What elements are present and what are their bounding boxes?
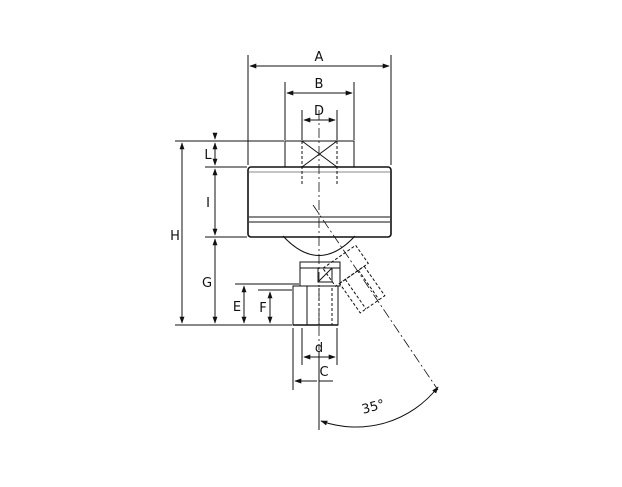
center-line-tilted: [312, 204, 439, 391]
label-A: A: [315, 50, 324, 65]
label-I: I: [206, 196, 210, 211]
label-F: F: [259, 301, 266, 316]
label-B: B: [315, 77, 324, 92]
tilted-stud-phantom: [322, 244, 386, 314]
label-H: H: [170, 229, 180, 244]
label-C: C: [319, 365, 328, 380]
stud-body: [306, 285, 339, 326]
label-D: D: [314, 104, 324, 119]
label-G: G: [202, 276, 212, 291]
label-E: E: [233, 300, 241, 315]
label-L: L: [204, 148, 212, 163]
thread-stud: [292, 285, 308, 326]
main-body: [247, 166, 392, 238]
socket: [317, 267, 333, 283]
angle-arc: [320, 386, 439, 428]
socket-mark: [317, 267, 333, 283]
label-d: d: [315, 341, 323, 356]
square-drive-mark: [301, 140, 338, 168]
label-angle: 35°: [360, 397, 386, 417]
